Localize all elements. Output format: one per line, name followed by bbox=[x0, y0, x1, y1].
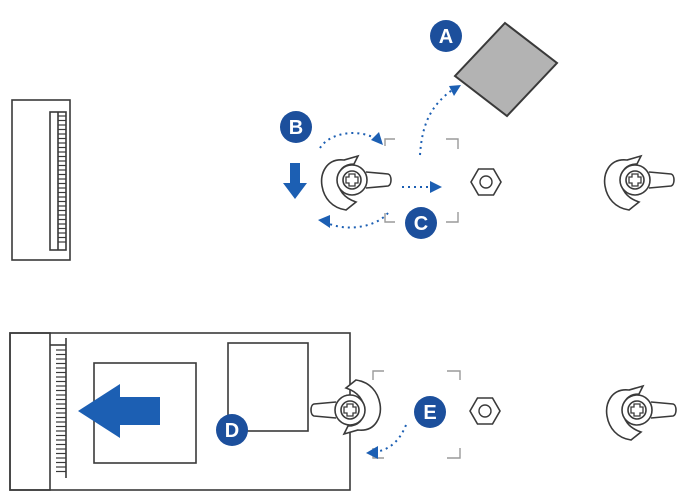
rotate-arrow-head-e bbox=[366, 446, 378, 459]
m2-rubber-stopper-icon bbox=[310, 379, 382, 436]
m2-rubber-stopper-icon bbox=[603, 154, 675, 211]
insert-arrow-icon bbox=[78, 384, 160, 438]
step-c-callout: C bbox=[405, 207, 437, 239]
press-down-arrow-icon bbox=[283, 163, 307, 199]
step-b-callout: B bbox=[280, 111, 312, 143]
position-brackets-top bbox=[384, 138, 459, 223]
rotate-arrow-head-bottom bbox=[318, 215, 330, 228]
lift-path bbox=[419, 87, 456, 156]
step-b-label: B bbox=[289, 117, 303, 139]
rotate-arc-top bbox=[319, 132, 379, 149]
rotate-arc-e bbox=[374, 424, 407, 453]
step-d-callout: D bbox=[216, 414, 248, 446]
step-e-label: E bbox=[423, 402, 436, 424]
hex-standoff-icon bbox=[470, 168, 502, 196]
m2-socket-icon bbox=[11, 99, 71, 261]
lift-arrow-head bbox=[449, 85, 461, 96]
module-pins bbox=[56, 349, 66, 473]
position-brackets-bottom bbox=[372, 370, 461, 459]
step-e-callout: E bbox=[414, 396, 446, 428]
hex-standoff-icon bbox=[469, 397, 501, 425]
step-a-label: A bbox=[439, 26, 453, 48]
rotate-arrow-head-top bbox=[371, 132, 383, 145]
step-a-callout: A bbox=[430, 20, 462, 52]
m2-rubber-stopper-icon bbox=[605, 384, 677, 441]
thermal-pad-icon bbox=[453, 21, 559, 118]
step-c-label: C bbox=[414, 213, 428, 235]
m2-rubber-stopper-icon bbox=[320, 154, 392, 211]
step-d-label: D bbox=[225, 420, 239, 442]
socket-pins bbox=[58, 115, 66, 243]
slide-arrow-head bbox=[430, 181, 442, 193]
rotate-arc-bottom bbox=[324, 212, 389, 229]
